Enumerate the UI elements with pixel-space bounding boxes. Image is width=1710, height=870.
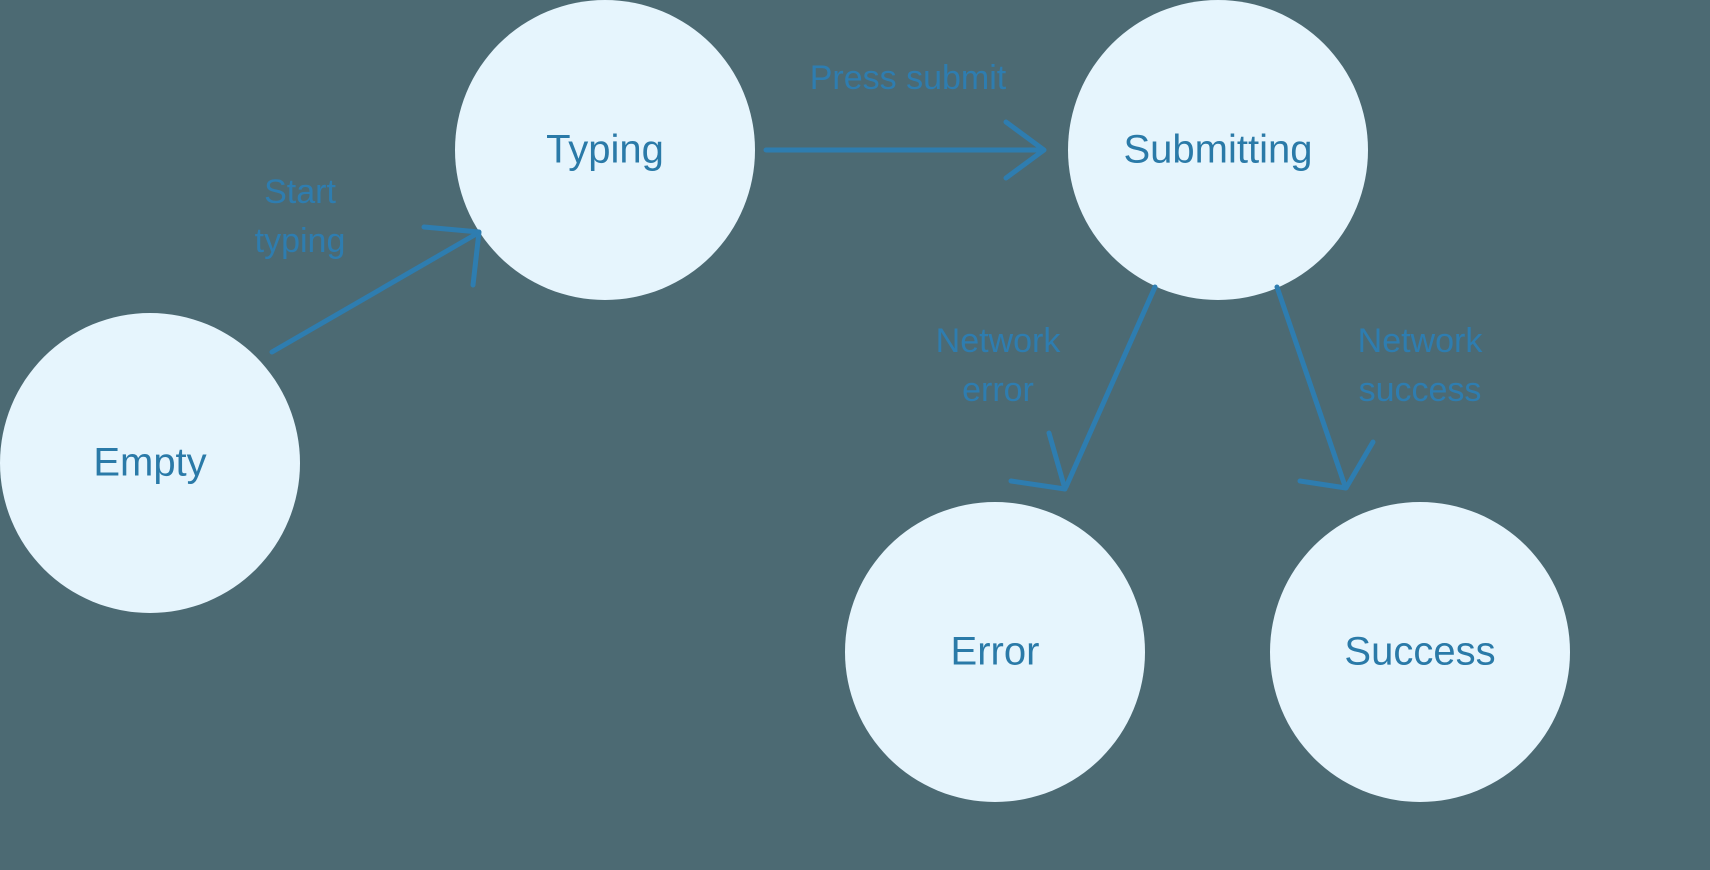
edge-typing-to-submitting-arrowhead [1003, 119, 1047, 181]
edge-submitting-to-error-arrowhead [1008, 430, 1068, 492]
edge-empty-to-typing [269, 224, 482, 355]
node-typing-circle[interactable] [455, 0, 755, 300]
node-success[interactable]: Success [1270, 502, 1570, 802]
edge-submitting-to-success [1274, 284, 1376, 491]
node-success-circle[interactable] [1270, 502, 1570, 802]
node-error[interactable]: Error [845, 502, 1145, 802]
node-submitting[interactable]: Submitting [1068, 0, 1368, 300]
edge-label-network-success-line1: Network [1358, 322, 1484, 360]
edge-label-start-typing-line1: Start [264, 173, 336, 211]
node-success-label: Success [1344, 630, 1495, 674]
node-error-label: Error [951, 630, 1040, 674]
edge-label-network-error: Network error [936, 322, 1062, 409]
edge-empty-to-typing-arrowhead [421, 224, 482, 288]
node-empty[interactable]: Empty [0, 313, 300, 613]
edge-empty-to-typing-line [269, 230, 481, 355]
edge-label-press-submit: Press submit [810, 59, 1007, 97]
edge-submitting-to-error [1008, 284, 1158, 492]
edge-label-start-typing: Start typing [255, 173, 346, 260]
edge-label-network-success-line2: success [1359, 371, 1482, 409]
node-submitting-circle[interactable] [1068, 0, 1368, 300]
edge-submitting-to-success-arrowhead [1297, 439, 1376, 491]
node-submitting-label: Submitting [1124, 128, 1313, 172]
edge-submitting-to-success-line [1274, 284, 1348, 489]
edge-typing-to-submitting [763, 119, 1047, 181]
node-empty-label: Empty [93, 441, 206, 485]
edge-label-press-submit-line1: Press submit [810, 59, 1007, 97]
edge-submitting-to-error-line [1063, 284, 1158, 490]
edge-label-network-error-line1: Network [936, 322, 1062, 360]
node-empty-circle[interactable] [0, 313, 300, 613]
edge-label-network-error-line2: error [962, 371, 1034, 409]
edge-label-start-typing-line2: typing [255, 222, 346, 260]
node-error-circle[interactable] [845, 502, 1145, 802]
edge-label-network-success: Network success [1358, 322, 1484, 409]
node-typing[interactable]: Typing [455, 0, 755, 300]
node-typing-label: Typing [546, 128, 664, 172]
